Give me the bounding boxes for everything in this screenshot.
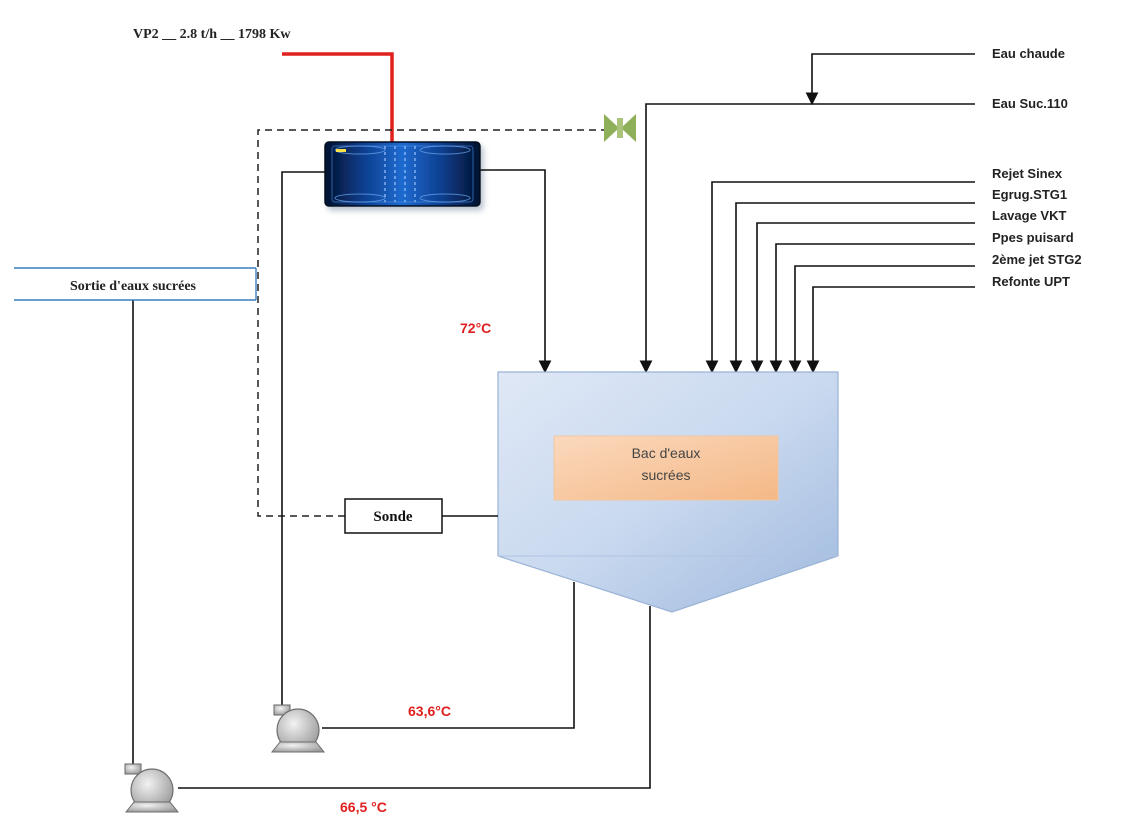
input-label-egrug-stg1: Egrug.STG1 [992, 187, 1067, 202]
sensor-box[interactable] [344, 498, 443, 534]
hot-water-to-tank-line [480, 169, 552, 374]
input-line-lavage-vkt [750, 222, 975, 374]
sensor-label: Sonde [373, 509, 413, 525]
temperature-pump2: 66,5 °C [340, 799, 387, 815]
centrifugal-pump-icon[interactable] [270, 704, 326, 753]
centrifugal-pump-icon[interactable] [124, 763, 180, 813]
steam-supply-label: VP2 __ 2.8 t/h __ 1798 Kw [133, 27, 291, 42]
steam-line [282, 52, 394, 142]
input-label-eau-chaude: Eau chaude [992, 46, 1065, 61]
input-label-lavage-vkt: Lavage VKT [992, 208, 1066, 223]
temperature-to-tank: 72°C [460, 320, 491, 336]
tank-label-line2: sucrées [641, 467, 690, 483]
input-label-ppes-puisard: Ppes puisard [992, 230, 1074, 245]
control-signal-line [257, 129, 605, 517]
pump1-to-exchanger-line [281, 171, 325, 708]
input-line-egrug-stg1 [729, 202, 975, 374]
tank-label-box: Bac d'eaux sucrées [553, 435, 779, 501]
butterfly-valve-icon[interactable] [604, 114, 636, 142]
input-line-2eme-jet-stg2 [788, 265, 975, 374]
temperature-pump1: 63,6°C [408, 703, 451, 719]
input-line-rejet-sinex [705, 181, 975, 374]
outlet-label-box: Sortie d'eaux sucrées [14, 267, 257, 301]
heat-exchanger-icon [324, 141, 481, 207]
input-line-refonte-upt [806, 286, 975, 374]
tank-label-line1: Bac d'eaux [632, 445, 701, 461]
input-label-refonte-upt: Refonte UPT [992, 274, 1070, 289]
input-line-ppes-puisard [769, 243, 975, 374]
input-label-2eme-jet-stg2: 2ème jet STG2 [992, 252, 1082, 267]
recirculation-return-line [322, 582, 575, 729]
outlet-flow-line [178, 606, 651, 789]
input-label-rejet-sinex: Rejet Sinex [992, 166, 1063, 181]
input-label-eau-suc-110: Eau Suc.110 [992, 96, 1068, 111]
eau-suc-110-line [639, 103, 975, 374]
eau-chaude-line [805, 53, 975, 106]
outlet-label: Sortie d'eaux sucrées [70, 279, 197, 294]
